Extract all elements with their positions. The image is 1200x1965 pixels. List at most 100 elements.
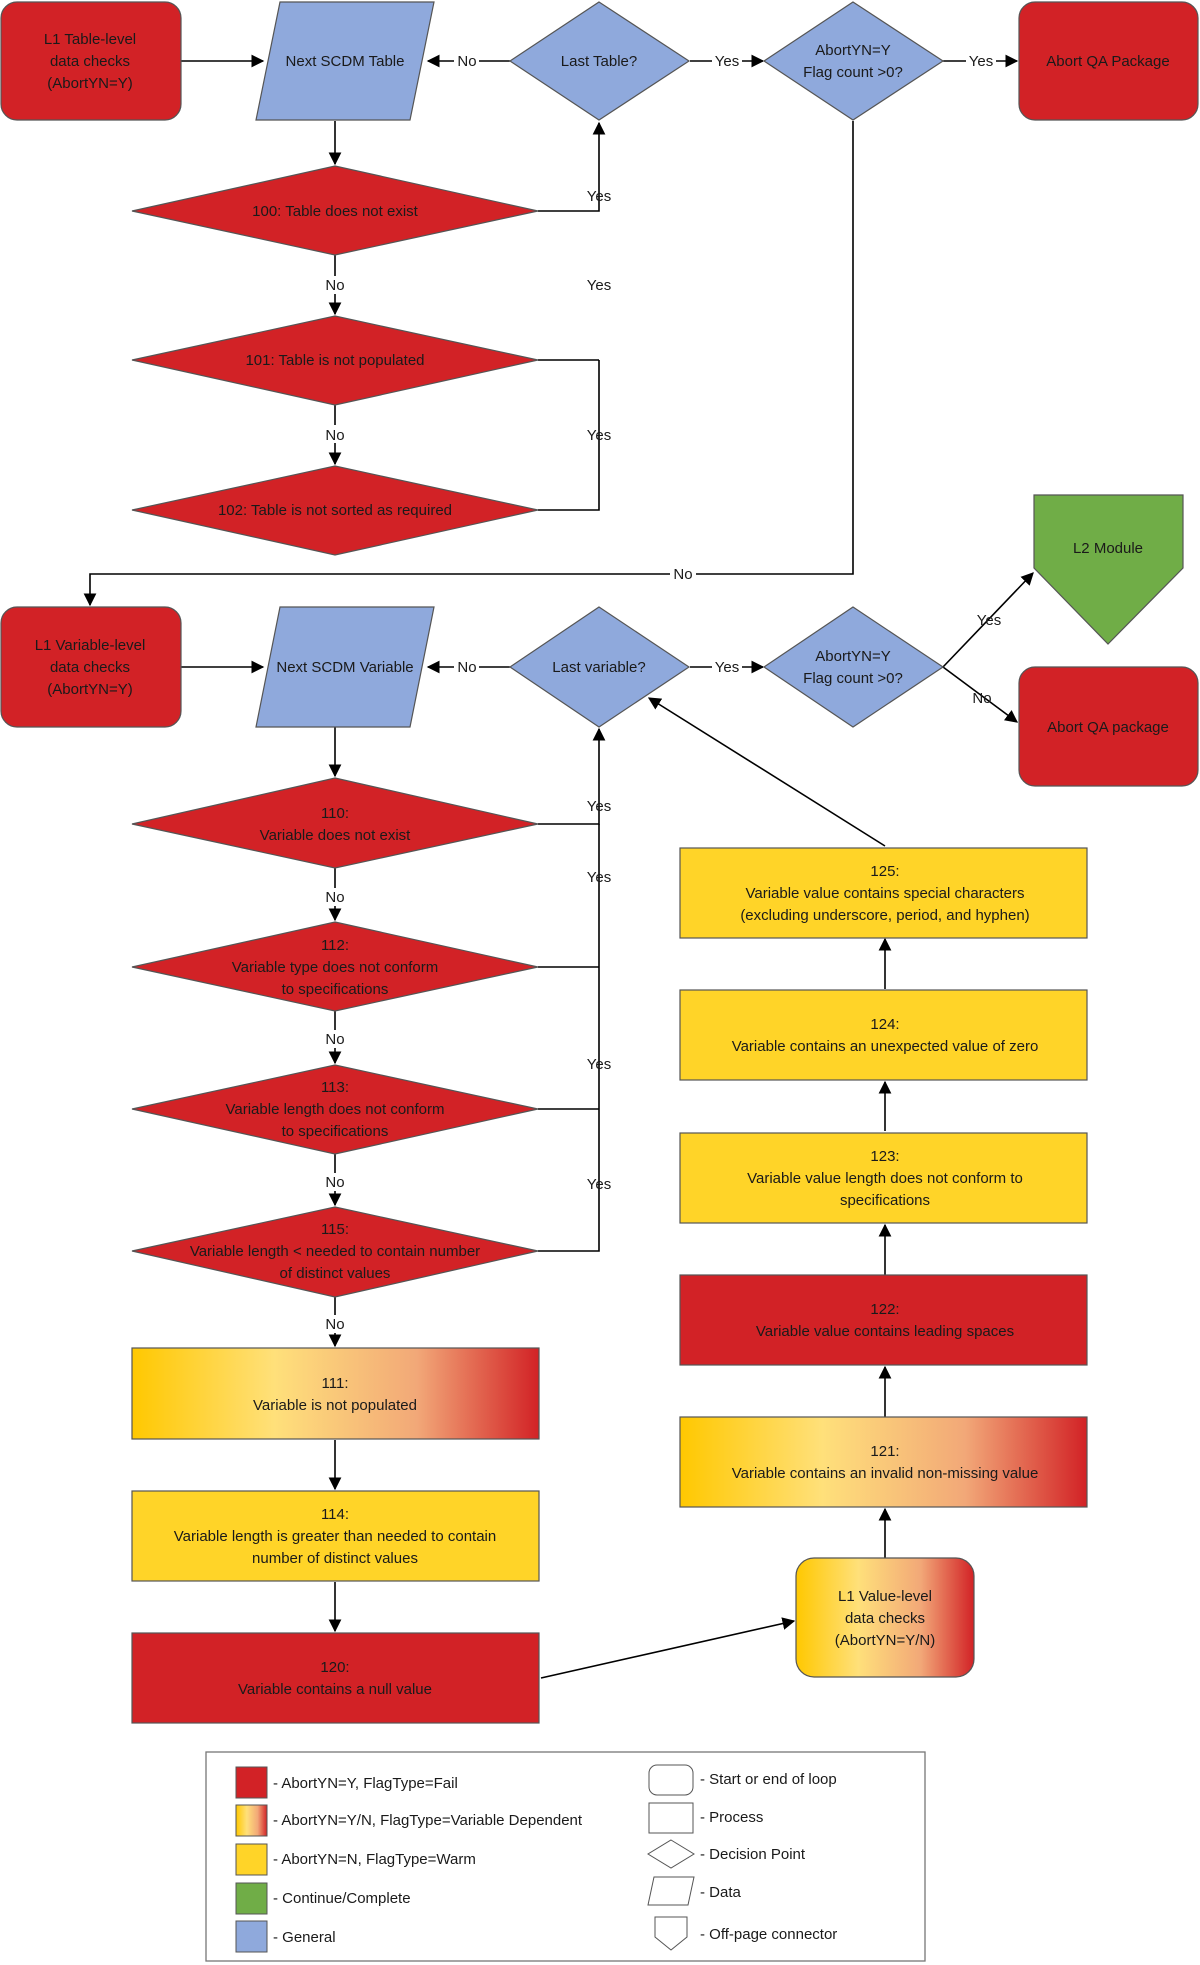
d112-label: to specifications <box>282 981 389 998</box>
next-table-data <box>255 1 435 121</box>
p125-label: 125: <box>870 863 899 880</box>
d113-label: 113: <box>321 1079 349 1096</box>
next-variable-label: Next SCDM Variable <box>276 659 413 676</box>
check-101-decision <box>131 315 539 406</box>
edge-label-yes: Yes <box>587 277 611 294</box>
check-122-process <box>679 1274 1088 1366</box>
edge-100-yes <box>538 121 606 212</box>
check-112-decision <box>131 921 539 1012</box>
edge-label-no: No <box>325 1316 344 1333</box>
legend-shape-decision <box>647 1839 695 1869</box>
abort-check-2-decision <box>762 606 945 728</box>
edge-label-no: No <box>972 690 991 707</box>
p122-label: 122: <box>870 1301 899 1318</box>
edge-label-no: No <box>457 53 476 70</box>
edge-115-yes <box>538 824 600 1252</box>
abort-qa-1-label: Abort QA Package <box>1046 53 1169 70</box>
check-111-process <box>131 1347 540 1440</box>
l1-table-label: L1 Table-level <box>44 31 136 48</box>
edge-label-yes: Yes <box>977 612 1001 629</box>
edge-label-yes: Yes <box>587 188 611 205</box>
check-115-decision <box>131 1206 539 1298</box>
check-121-process <box>679 1416 1088 1508</box>
check-120-process <box>131 1632 540 1724</box>
abort-qa-package-end <box>1018 1 1199 121</box>
next-table-label: Next SCDM Table <box>286 53 405 70</box>
legend-swatch-fail <box>235 1766 268 1799</box>
legend-label: - Data <box>700 1884 742 1901</box>
edge-120-l1value <box>540 1617 796 1679</box>
legend-label: - Decision Point <box>700 1846 806 1863</box>
edge-label-no: No <box>673 566 692 583</box>
l1-variable-start <box>0 606 182 728</box>
l1-variable-label: data checks <box>50 659 130 676</box>
last-variable-decision <box>508 606 691 728</box>
l1-variable-label: L1 Variable-level <box>35 637 146 654</box>
edge-125-lastvar <box>647 697 886 847</box>
p123-label: Variable value length does not conform t… <box>747 1170 1023 1187</box>
check-114-process <box>131 1490 540 1582</box>
edge-label-no: No <box>325 889 344 906</box>
abort-qa-package-2-end <box>1018 666 1199 787</box>
abort-check-1-label: Flag count >0? <box>803 64 903 81</box>
p120-label: 120: <box>320 1659 349 1676</box>
l1-table-label: (AbortYN=Y) <box>47 75 132 92</box>
l1-table-label: data checks <box>50 53 130 70</box>
l2-module-connector <box>1033 494 1184 645</box>
last-table-label: Last Table? <box>561 53 637 70</box>
p124-label: 124: <box>870 1016 899 1033</box>
l1-value-label: (AbortYN=Y/N) <box>835 1632 935 1649</box>
d113-label: Variable length does not conform <box>225 1101 444 1118</box>
edge-label-yes: Yes <box>587 427 611 444</box>
check-124-process <box>679 989 1088 1081</box>
legend-shape-data <box>647 1876 695 1906</box>
edge-label-no: No <box>457 659 476 676</box>
d115-label: of distinct values <box>280 1265 391 1282</box>
edge-label-yes: Yes <box>587 1176 611 1193</box>
legend-swatch-general <box>235 1920 268 1953</box>
abort-qa-2-label: Abort QA package <box>1047 719 1169 736</box>
edge-label-no: No <box>325 277 344 294</box>
legend-frame <box>205 1751 926 1962</box>
node-labels: L1 Table-level data checks (AbortYN=Y) Next… <box>35 31 1170 1698</box>
check-100-decision <box>131 165 539 256</box>
check-125-process <box>679 847 1088 939</box>
l1-value-label: data checks <box>845 1610 925 1627</box>
legend-shape-offpage <box>654 1916 688 1951</box>
edge-label-no: No <box>325 1174 344 1191</box>
d112-label: 112: <box>321 937 349 954</box>
check-113-decision <box>131 1064 539 1155</box>
d100-label: 100: Table does not exist <box>252 203 419 220</box>
legend-label: - Continue/Complete <box>273 1890 411 1907</box>
last-table-decision <box>508 1 691 121</box>
l1-value-label: L1 Value-level <box>838 1588 932 1605</box>
p125-label: (excluding underscore, period, and hyphe… <box>740 907 1029 924</box>
d112-label: Variable type does not conform <box>232 959 439 976</box>
abort-check-2-label: Flag count >0? <box>803 670 903 687</box>
edge-label-yes: Yes <box>969 53 993 70</box>
check-123-process <box>679 1132 1088 1224</box>
p123-label: 123: <box>870 1148 899 1165</box>
abort-check-1-decision <box>762 1 945 121</box>
edge-abort2-no <box>942 666 1019 723</box>
legend-label: - AbortYN=Y/N, FlagType=Variable Depende… <box>273 1812 583 1829</box>
l1-variable-label: (AbortYN=Y) <box>47 681 132 698</box>
d102-label: 102: Table is not sorted as required <box>218 502 452 519</box>
edge-label-yes: Yes <box>587 798 611 815</box>
d110-label: 110: <box>321 805 349 822</box>
legend-swatch-warn <box>235 1843 268 1876</box>
p114-label: number of distinct values <box>252 1550 418 1567</box>
p121-label: 121: <box>870 1443 899 1460</box>
edge-label-yes: Yes <box>587 1056 611 1073</box>
last-variable-label: Last variable? <box>552 659 645 676</box>
legend-label: - Start or end of loop <box>700 1771 837 1788</box>
p121-label: Variable contains an invalid non-missing… <box>732 1465 1039 1482</box>
p111-label: Variable is not populated <box>253 1397 417 1414</box>
legend-swatch-variable <box>235 1804 268 1837</box>
d115-label: Variable length < needed to contain numb… <box>190 1243 480 1260</box>
d101-label: 101: Table is not populated <box>245 352 424 369</box>
p123-label: specifications <box>840 1192 930 1209</box>
legend-label: - Process <box>700 1809 763 1826</box>
d115-label: 115: <box>321 1221 349 1238</box>
check-110-decision <box>131 777 539 869</box>
